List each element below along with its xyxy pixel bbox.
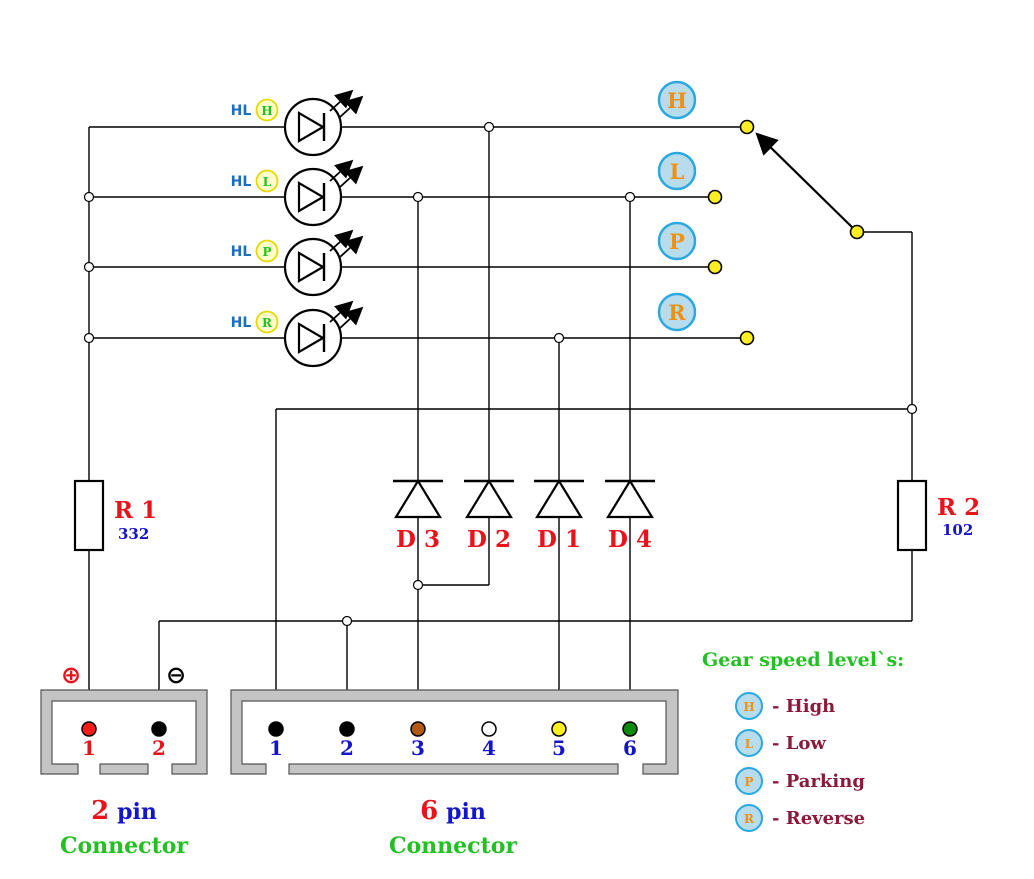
led-label-h: HL H bbox=[231, 98, 279, 122]
svg-text:- Reverse: - Reverse bbox=[772, 808, 865, 829]
led-group bbox=[283, 89, 364, 368]
terminal-h bbox=[739, 119, 755, 135]
position-badge-p: P bbox=[657, 221, 697, 261]
svg-text:1: 1 bbox=[82, 736, 96, 760]
legend-item-reverse: R - Reverse bbox=[735, 804, 865, 832]
legend-item-parking: P - Parking bbox=[735, 767, 865, 795]
svg-text:H: H bbox=[667, 88, 687, 113]
pin-dot-2 bbox=[151, 721, 167, 737]
pin-dot-3 bbox=[410, 721, 426, 737]
svg-text:D 2: D 2 bbox=[467, 526, 511, 553]
diode-d1: D 1 bbox=[534, 478, 584, 553]
resistor-r1: R 1 332 bbox=[73, 479, 157, 552]
svg-text:L: L bbox=[670, 159, 685, 184]
position-badge-l: L bbox=[657, 151, 697, 191]
resistor-r2: R 2 102 bbox=[896, 479, 980, 552]
svg-text:- Low: - Low bbox=[772, 733, 826, 754]
svg-text:332: 332 bbox=[118, 525, 149, 543]
pin-dot-2 bbox=[339, 721, 355, 737]
junctions bbox=[83, 121, 918, 627]
legend-item-low: L - Low bbox=[735, 729, 826, 757]
svg-text:- High: - High bbox=[772, 696, 835, 717]
position-badge-r: R bbox=[657, 292, 697, 332]
svg-text:R: R bbox=[668, 300, 686, 325]
switch-position-badges: H L P R bbox=[657, 80, 697, 332]
terminal-r bbox=[739, 330, 755, 346]
svg-text:R 1: R 1 bbox=[114, 497, 157, 524]
svg-text:HL: HL bbox=[231, 315, 252, 331]
svg-text:1: 1 bbox=[269, 736, 283, 760]
led-label-p: HL P bbox=[231, 239, 279, 263]
led-r bbox=[283, 300, 364, 368]
led-labels: HL H HL L HL P HL R bbox=[231, 98, 279, 334]
led-h bbox=[283, 89, 364, 157]
legend-item-high: H - High bbox=[735, 692, 835, 720]
svg-text:P: P bbox=[744, 775, 753, 789]
svg-text:L: L bbox=[745, 737, 754, 751]
terminal-common bbox=[849, 224, 865, 240]
terminal-p bbox=[707, 259, 723, 275]
svg-text:R 2: R 2 bbox=[937, 494, 980, 521]
svg-text:P: P bbox=[669, 229, 685, 254]
svg-text:L: L bbox=[263, 175, 272, 189]
svg-text:2: 2 bbox=[152, 736, 166, 760]
pin-dot-5 bbox=[551, 721, 567, 737]
diode-d3: D 3 bbox=[393, 478, 443, 553]
led-label-l: HL L bbox=[231, 169, 279, 193]
terminal-l bbox=[707, 189, 723, 205]
svg-text:R: R bbox=[262, 316, 273, 330]
svg-text:Connector: Connector bbox=[60, 833, 188, 859]
legend: Gear speed level`s: H - High L - Low P -… bbox=[702, 649, 904, 832]
svg-text:H: H bbox=[743, 700, 754, 714]
svg-text:Connector: Connector bbox=[389, 833, 517, 859]
pin-dot-6 bbox=[622, 721, 638, 737]
legend-title: Gear speed level`s: bbox=[702, 649, 904, 671]
position-badge-h: H bbox=[657, 80, 697, 120]
switch-terminals bbox=[707, 119, 865, 346]
wires bbox=[88, 126, 913, 690]
plus-symbol: ⊕ bbox=[61, 661, 81, 689]
svg-text:D 3: D 3 bbox=[396, 526, 440, 553]
svg-text:D 4: D 4 bbox=[608, 526, 652, 553]
svg-text:HL: HL bbox=[231, 244, 252, 260]
switch-blade bbox=[755, 132, 858, 233]
svg-text:D 1: D 1 bbox=[537, 526, 581, 553]
led-l bbox=[283, 159, 364, 227]
diode-d2: D 2 bbox=[464, 478, 514, 553]
diode-d4: D 4 bbox=[605, 478, 655, 553]
pin-dot-1 bbox=[268, 721, 284, 737]
led-p bbox=[283, 229, 364, 297]
svg-text:6: 6 bbox=[623, 736, 637, 760]
svg-text:3: 3 bbox=[411, 736, 425, 760]
svg-text:5: 5 bbox=[552, 736, 566, 760]
svg-text:H: H bbox=[261, 104, 272, 118]
svg-text:- Parking: - Parking bbox=[772, 771, 865, 792]
svg-text:4: 4 bbox=[482, 736, 496, 760]
svg-text:102: 102 bbox=[942, 521, 973, 539]
svg-text:2: 2 bbox=[340, 736, 354, 760]
diodes: D 3 D 2 D 1 D 4 bbox=[393, 478, 655, 553]
pin-dot-4 bbox=[481, 721, 497, 737]
svg-text:R: R bbox=[744, 812, 755, 826]
svg-text:P: P bbox=[262, 245, 271, 259]
svg-text:HL: HL bbox=[231, 174, 252, 190]
minus-symbol: ⊖ bbox=[166, 661, 186, 689]
led-label-r: HL R bbox=[231, 310, 279, 334]
pin-dot-1 bbox=[81, 721, 97, 737]
svg-text:HL: HL bbox=[231, 103, 252, 119]
